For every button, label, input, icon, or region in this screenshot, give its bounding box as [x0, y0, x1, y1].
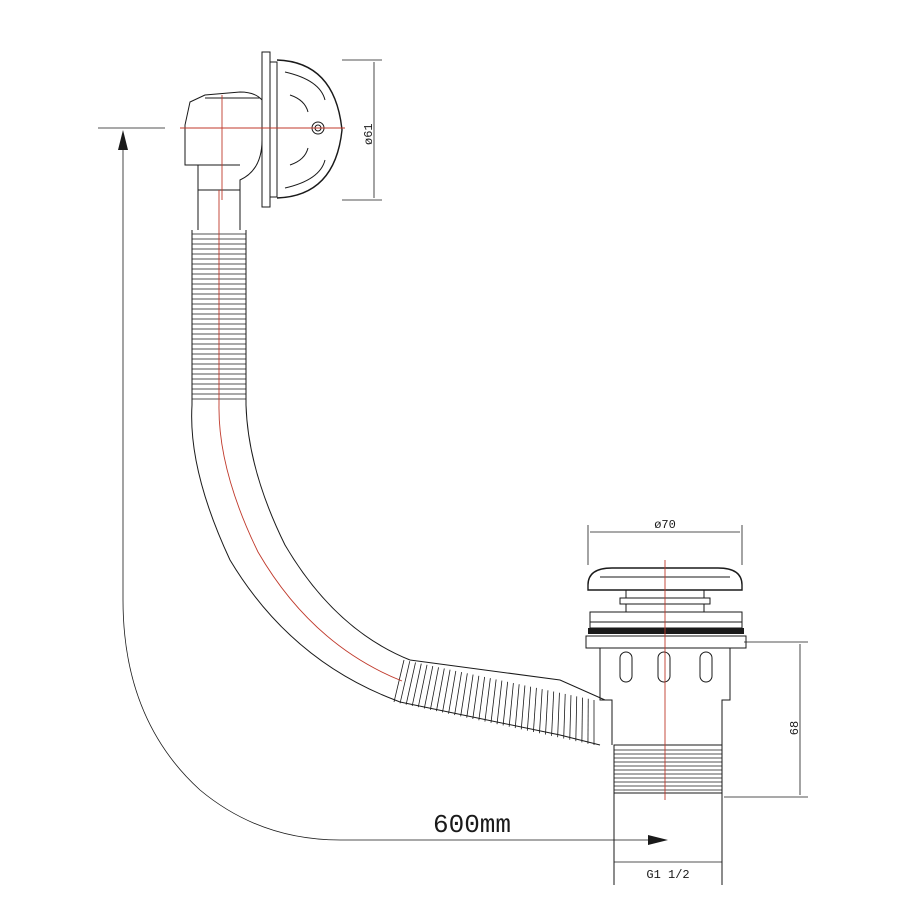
overflow-diameter-label: ø61 [362, 123, 376, 145]
waste-body [585, 560, 747, 885]
height-dimension [724, 641, 808, 798]
plug-diameter-label: ø70 [654, 518, 676, 532]
flexible-hose [191, 190, 606, 746]
cable-length-label: 600mm [433, 810, 511, 840]
thread-size-label: G1 1/2 [646, 868, 689, 882]
reference-line [98, 95, 345, 200]
cable-length-dimension [118, 130, 668, 845]
plug-diameter-dimension [587, 525, 743, 565]
height-label: 68 [788, 721, 802, 735]
overflow-head [184, 51, 382, 208]
